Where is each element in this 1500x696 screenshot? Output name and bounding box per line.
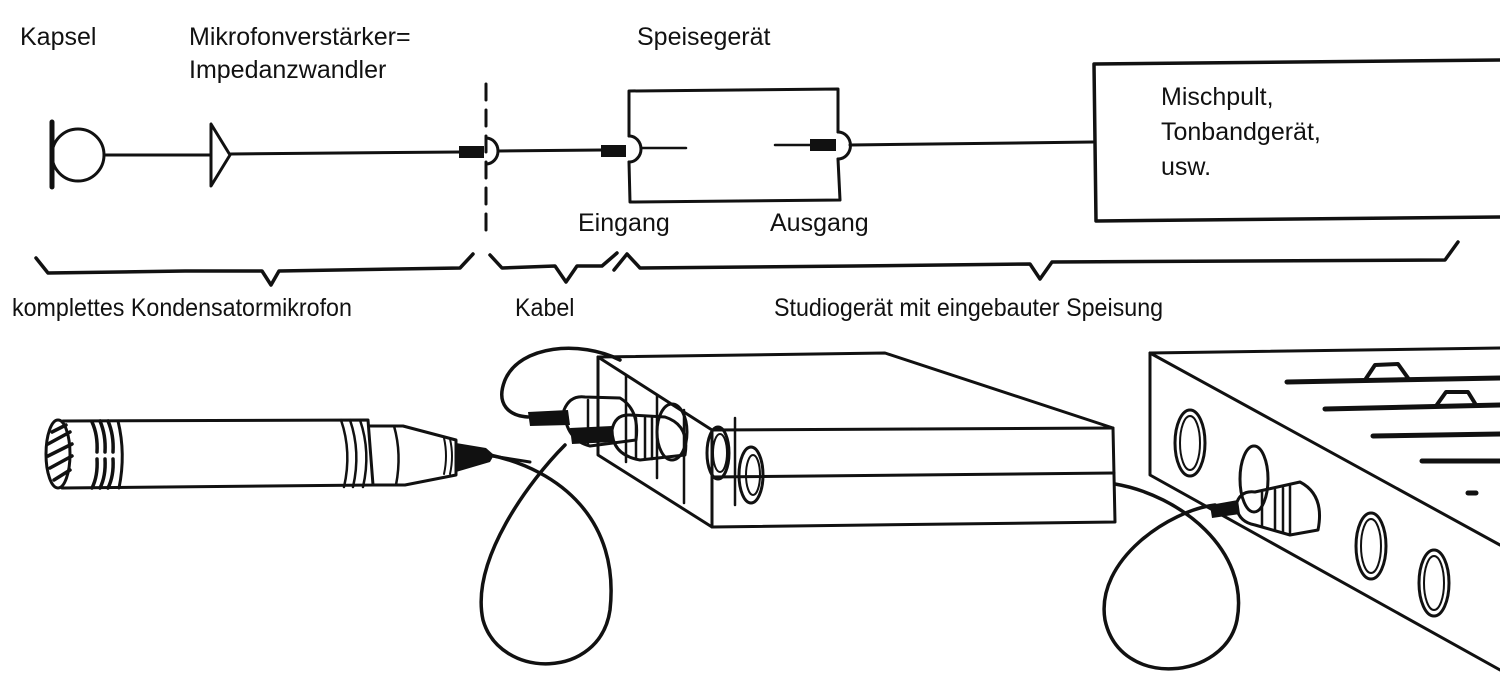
label-preamp-line1: Mikrofonverstärker=: [189, 23, 411, 51]
amplifier-symbol-icon: [209, 122, 232, 188]
microphone-illustration: [44, 418, 532, 490]
label-mixer-line3: usw.: [1161, 153, 1212, 181]
label-input: Eingang: [578, 209, 670, 237]
power-supply-illustration: [528, 351, 1117, 529]
mixer-box: [1092, 58, 1500, 223]
label-output: Ausgang: [770, 209, 869, 237]
label-power-supply: Speisegerät: [637, 23, 771, 51]
bracket-label-studio-device: Studiogerät mit eingebauter Speisung: [774, 294, 1164, 322]
cable-arc-top: [500, 346, 622, 419]
plug-cable-output-icon: [601, 145, 626, 157]
bracket-label-cable: Kabel: [515, 294, 575, 322]
bracket-microphone: [34, 252, 475, 287]
capsule-symbol-icon: [49, 119, 106, 190]
label-capsule: Kapsel: [20, 23, 97, 51]
label-mixer-line1: Mischpult,: [1161, 83, 1274, 111]
power-supply-box: [627, 87, 852, 204]
label-mixer-line2: Tonbandgerät,: [1161, 118, 1321, 146]
plug-mic-output-icon: [459, 146, 484, 158]
cable-loop-mic: [479, 443, 613, 666]
socket-cable-input-icon: [484, 136, 500, 166]
label-preamp-line2: Impedanzwandler: [189, 56, 387, 84]
cable-loop-studio: [1102, 482, 1241, 671]
bracket-cable: [488, 251, 619, 284]
signal-line-supply-mixer: [848, 140, 1095, 147]
bracket-studio-device: [612, 240, 1460, 281]
cable-line: [496, 148, 604, 153]
signal-line-amp-plug: [228, 150, 462, 156]
studio-device-illustration: [1148, 346, 1500, 672]
bracket-label-microphone: komplettes Kondensatormikrofon: [12, 294, 352, 322]
